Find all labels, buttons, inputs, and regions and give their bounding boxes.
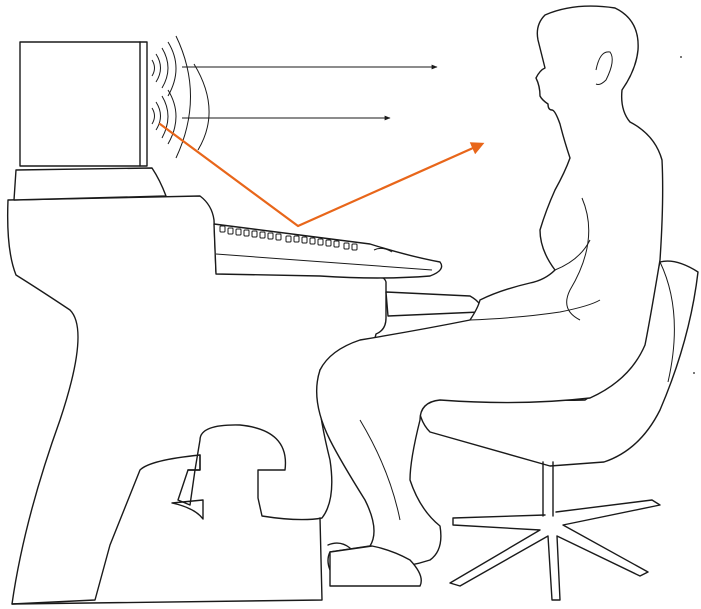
mixing-console bbox=[213, 223, 443, 279]
mixing-console-faders bbox=[219, 225, 393, 253]
mixing-desk bbox=[7, 195, 387, 605]
direct-sound-arrows bbox=[182, 64, 438, 121]
stray-mark bbox=[693, 372, 695, 374]
stray-mark bbox=[680, 56, 682, 58]
keyboard-tray bbox=[385, 291, 482, 317]
studio-monitor-speaker bbox=[19, 41, 148, 167]
sound-waves bbox=[151, 35, 210, 159]
monitor-stand bbox=[13, 167, 167, 201]
listener-seated bbox=[315, 5, 664, 587]
reflected-sound-arrow bbox=[158, 122, 485, 228]
